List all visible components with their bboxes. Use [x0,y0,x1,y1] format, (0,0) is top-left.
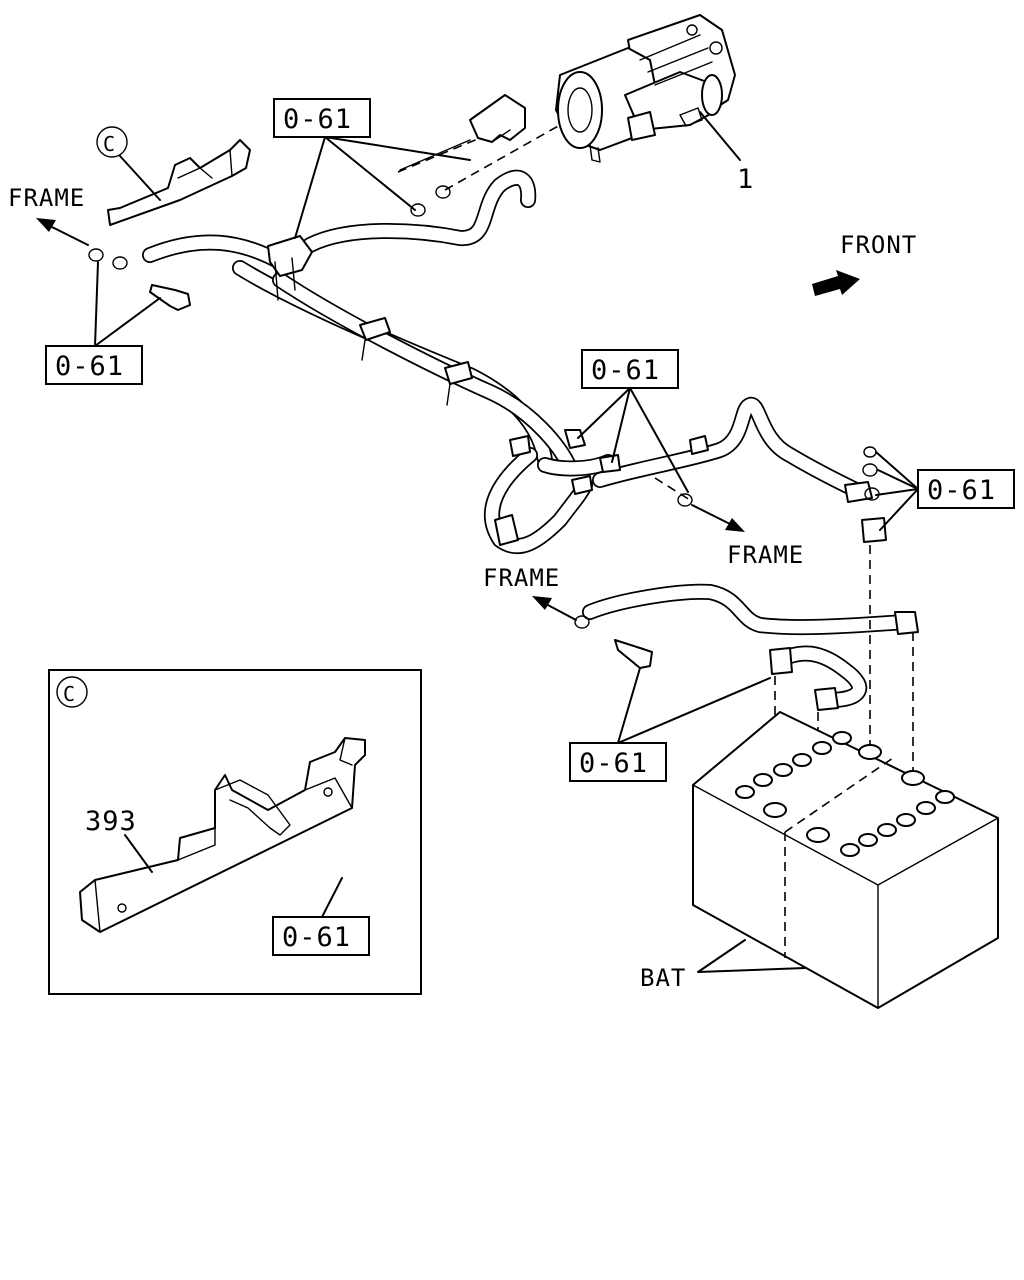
frame-label-middle: FRAME [727,541,804,569]
starter-leader [699,111,741,161]
starter-item-number: 1 [737,164,754,195]
main-harness [142,169,913,708]
battery-label: BAT [640,964,686,992]
frame-label-lower: FRAME [483,564,560,592]
view-ref-top-label: C [103,132,115,156]
frame-label-top: FRAME [8,184,85,212]
bracket-item-leader [124,834,153,873]
callout-top-left-label: 0-61 [55,351,124,382]
harness-clips [88,185,919,711]
callout-lower: 0-61 [569,667,771,782]
callout-middle-label: 0-61 [591,355,660,386]
view-ref-top-leader [119,155,161,201]
callout-lower-label: 0-61 [579,748,648,779]
bracket-detail [79,737,366,933]
callout-right: 0-61 [875,451,1015,531]
battery-callout: BAT [640,939,806,992]
frame-direction-lower: FRAME [483,564,577,621]
view-ref-top-circle [96,126,128,158]
callout-inset: 0-61 [272,877,370,956]
callout-top-center: 0-61 [273,98,471,239]
front-direction: FRONT [812,231,917,296]
front-label: FRONT [840,231,917,259]
bolts [149,284,887,889]
starter-motor [555,14,736,163]
batteries [692,711,999,1009]
callout-right-label: 0-61 [927,475,996,506]
frame-direction-top: FRAME [8,184,89,246]
callout-top-left: 0-61 [45,261,161,385]
bracket-item-number: 393 [85,806,137,837]
bracket-top [107,139,251,226]
frame-direction-middle: FRAME [691,504,804,569]
view-ref-inset-circle [56,676,88,708]
callout-top-center-label: 0-61 [283,104,352,135]
terminal-bracket [399,94,526,171]
callout-inset-label: 0-61 [282,922,351,953]
front-arrow-icon [812,270,860,296]
callout-middle: 0-61 [577,349,689,493]
view-ref-inset-label: C [63,682,75,706]
